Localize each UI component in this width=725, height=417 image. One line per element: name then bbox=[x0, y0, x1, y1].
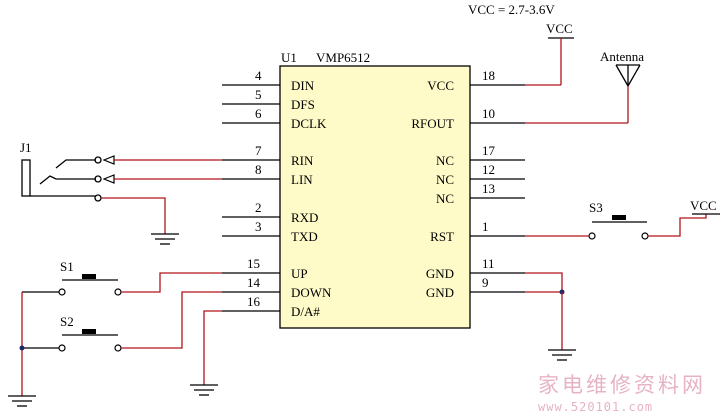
left-pins: 4 DIN 5 DFS 6 DCLK 7 RIN 8 LIN 2 RXD 3 T… bbox=[222, 68, 332, 319]
watermark-url: www.520101.com bbox=[538, 400, 653, 414]
watermark-chinese: 家电维修资料网 bbox=[538, 373, 706, 397]
pin-num-1: 1 bbox=[482, 219, 489, 234]
pin-num-5: 5 bbox=[255, 87, 262, 102]
switch-ground bbox=[8, 292, 36, 407]
switch-s2: S2 bbox=[22, 291, 222, 352]
switch-s1: S1 bbox=[22, 259, 222, 296]
s2-label: S2 bbox=[60, 314, 74, 329]
pin-name-nc17: NC bbox=[436, 153, 454, 168]
pin-name-din: DIN bbox=[291, 78, 315, 93]
pin-num-2: 2 bbox=[255, 200, 262, 215]
chip-ref: U1 bbox=[281, 50, 297, 65]
pin-num-12: 12 bbox=[482, 162, 495, 177]
pin-name-rst: RST bbox=[430, 229, 454, 244]
chip-ground bbox=[525, 272, 576, 361]
pin-name-rfout: RFOUT bbox=[411, 116, 454, 131]
pin-name-lin: LIN bbox=[291, 172, 313, 187]
pin-name-dfs: DFS bbox=[291, 97, 315, 112]
pin-num-3: 3 bbox=[255, 219, 262, 234]
vcc-right-label: VCC bbox=[690, 198, 717, 213]
s1-label: S1 bbox=[60, 259, 74, 274]
pin-name-txd: TXD bbox=[291, 229, 318, 244]
pin-num-15: 15 bbox=[247, 256, 260, 271]
pin-num-13: 13 bbox=[482, 181, 495, 196]
pin-num-8: 8 bbox=[255, 162, 262, 177]
pin-name-rxd: RXD bbox=[291, 210, 318, 225]
right-pins: 18 VCC 10 RFOUT 17 NC 12 NC 13 NC 1 RST … bbox=[411, 68, 525, 300]
pin-name-da: D/A# bbox=[291, 304, 320, 319]
jack-body bbox=[21, 159, 31, 197]
pin-num-14: 14 bbox=[247, 275, 261, 290]
pin-num-11: 11 bbox=[482, 256, 495, 271]
vcc-top-net: VCC bbox=[525, 21, 574, 86]
pin-num-6: 6 bbox=[255, 106, 262, 121]
pin-name-gnd9: GND bbox=[426, 285, 454, 300]
pin-name-nc12: NC bbox=[436, 172, 454, 187]
pin-name-up: UP bbox=[291, 266, 308, 281]
pin-num-17: 17 bbox=[482, 143, 496, 158]
pin-name-gnd11: GND bbox=[426, 266, 454, 281]
pin-name-dclk: DCLK bbox=[291, 116, 327, 131]
antenna-label: Antenna bbox=[600, 49, 644, 64]
pin-num-9: 9 bbox=[482, 275, 489, 290]
pin-name-rin: RIN bbox=[291, 153, 314, 168]
audio-jack-j1: J1 bbox=[20, 140, 222, 245]
pin-num-18: 18 bbox=[482, 68, 495, 83]
vcc-top-label: VCC bbox=[546, 21, 573, 36]
pin-num-10: 10 bbox=[482, 106, 495, 121]
chip-part-number: VMP6512 bbox=[316, 50, 370, 65]
pin-name-nc13: NC bbox=[436, 191, 454, 206]
chip-body bbox=[279, 65, 471, 329]
s3-label: S3 bbox=[589, 200, 603, 215]
pin-num-7: 7 bbox=[255, 143, 262, 158]
da-ground bbox=[190, 310, 222, 396]
pin-name-vcc: VCC bbox=[427, 78, 454, 93]
supply-voltage-note: VCC = 2.7-3.6V bbox=[468, 2, 555, 17]
pin-name-down: DOWN bbox=[291, 285, 332, 300]
pin-num-16: 16 bbox=[247, 294, 261, 309]
switch-s3: S3 VCC bbox=[525, 198, 720, 240]
antenna-symbol: Antenna bbox=[525, 49, 644, 124]
jack-label: J1 bbox=[20, 140, 32, 155]
pin-num-4: 4 bbox=[255, 68, 262, 83]
